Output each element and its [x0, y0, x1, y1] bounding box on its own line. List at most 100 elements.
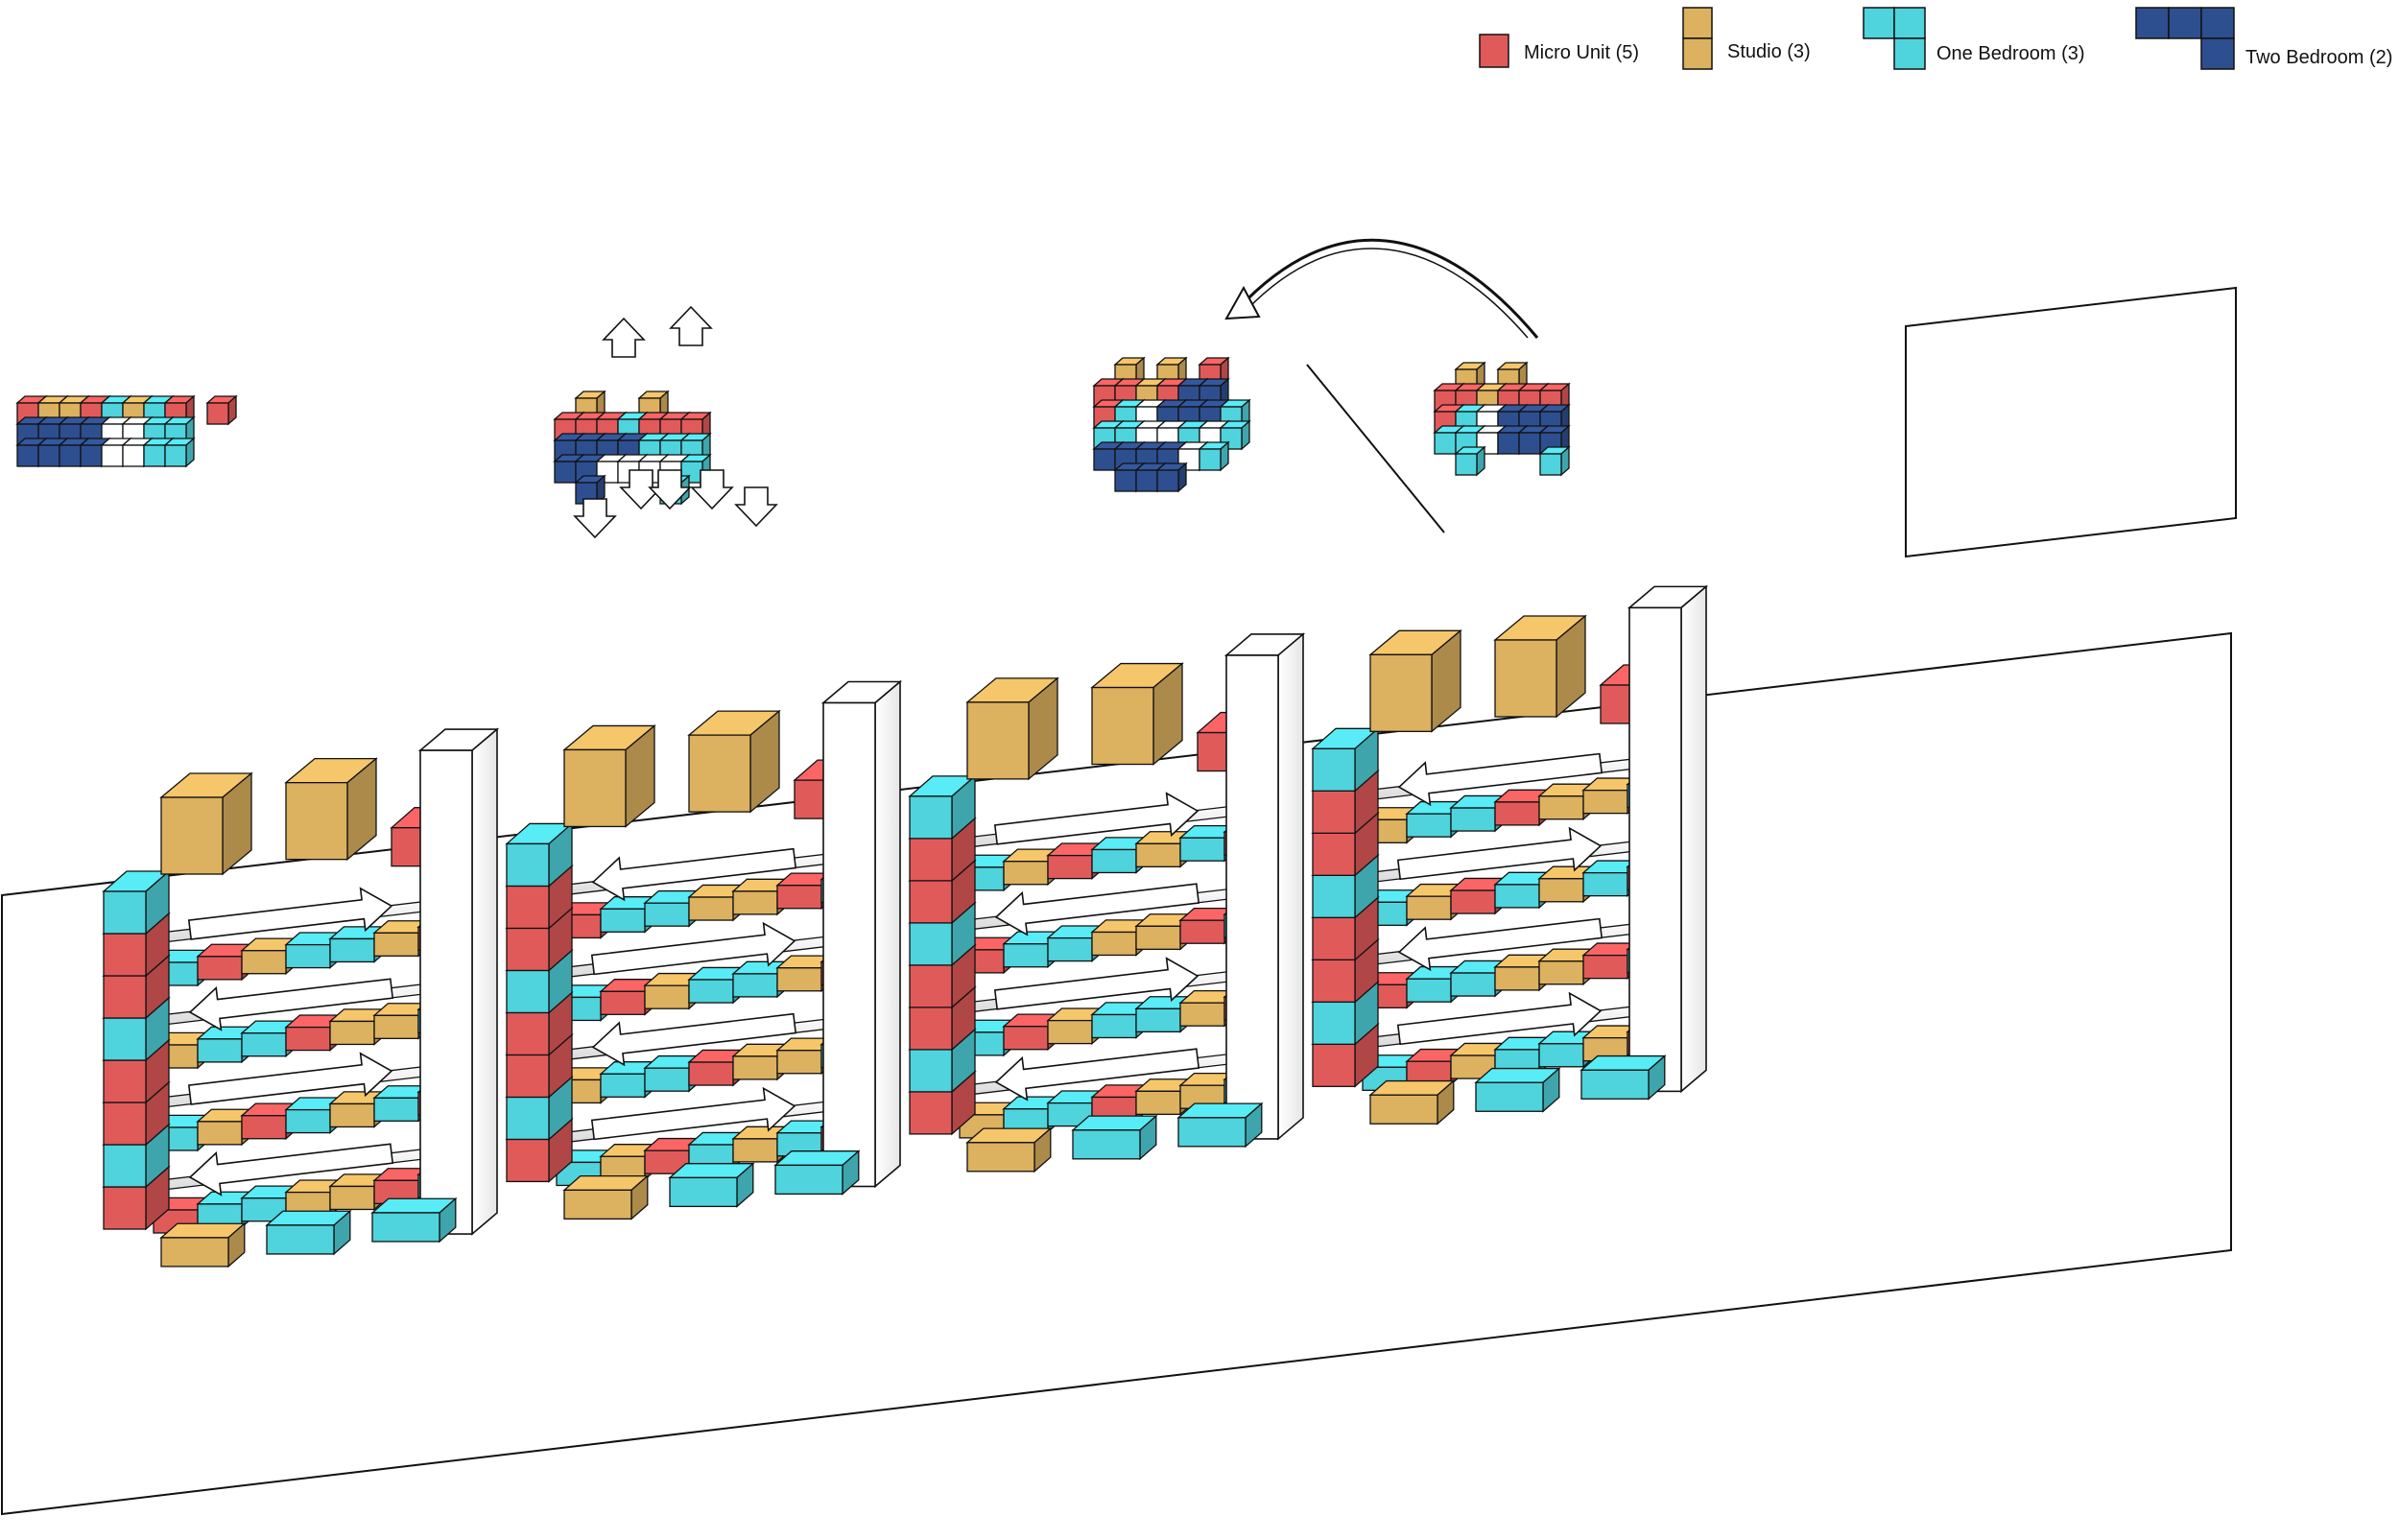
push-pull-arrows [573, 305, 778, 539]
circulation-arrow [994, 1048, 1200, 1102]
hanging-unit [1071, 1114, 1158, 1161]
step-2-push-pull [553, 390, 712, 506]
unit-row-cube [1090, 836, 1152, 874]
circulation-arrow [1397, 752, 1603, 807]
hanging-unit [562, 1174, 650, 1220]
circulation-arrow [1397, 917, 1603, 972]
flip-arrow-head [1224, 285, 1261, 320]
legend-label-one-bedroom: One Bedroom (3) [1936, 43, 2085, 64]
studio-tower-cube [1090, 662, 1184, 766]
legend-label-two-bedroom: Two Bedroom (2) [2245, 47, 2392, 68]
studio-tower-cube [1493, 614, 1587, 719]
circulation-arrow [188, 1143, 394, 1196]
studio-tower [687, 709, 781, 814]
circulation-arrow [188, 978, 394, 1031]
circulation-arrow [591, 847, 797, 902]
studio-tower [1090, 662, 1184, 766]
two-bedroom-swatch-d [2200, 37, 2235, 70]
unit-row-cube [775, 954, 838, 993]
two-bedroom-swatch-a [2135, 7, 2170, 39]
studio-tower-cube [1368, 628, 1462, 733]
hanging-unit [668, 1162, 755, 1208]
studio-tower-cube [965, 676, 1059, 781]
pull-down-arrow [619, 469, 663, 510]
hanging-unit [1176, 1102, 1264, 1149]
unit-cube [205, 394, 238, 426]
studio-tower [284, 757, 378, 862]
pull-down-arrow [690, 469, 734, 510]
circulation-core [1627, 584, 1709, 1094]
circulation-arrow [187, 1052, 393, 1105]
two-bedroom-swatch-b [2168, 7, 2202, 39]
push-up-arrow [669, 305, 713, 346]
one-bedroom-swatch-b [1893, 7, 1926, 39]
site-plane-small [1905, 286, 2237, 558]
studio-tower-cube [159, 771, 253, 876]
legend-label-micro: Micro Unit (5) [1524, 42, 1639, 63]
circulation-core [417, 727, 500, 1236]
studio-swatch-bottom [1682, 37, 1713, 70]
bay-1 [102, 727, 500, 1268]
hanging-unit [773, 1149, 861, 1196]
two-bedroom-swatch-c [2200, 7, 2235, 39]
circulation-arrow [590, 1086, 796, 1141]
legend-item-two-bedroom: Two Bedroom (2) [2135, 7, 2392, 70]
process-steps [15, 356, 2094, 506]
step-3-flip-a [1092, 356, 1251, 493]
studio-tower [1368, 628, 1462, 733]
edge-micro-cube [1311, 1022, 1380, 1088]
hanging-unit [1368, 1079, 1456, 1125]
unit-cube [1198, 440, 1230, 472]
one-bedroom-swatch-a [1863, 7, 1895, 39]
circulation-arrow [1396, 991, 1603, 1046]
legend-label-studio: Studio (3) [1727, 41, 1811, 62]
hanging-unit [159, 1221, 247, 1268]
hanging-unit [1474, 1067, 1561, 1113]
legend-item-one-bedroom: One Bedroom (3) [1863, 7, 2085, 70]
one-bedroom-swatch-c [1893, 37, 1926, 70]
circulation-arrow [993, 957, 1200, 1010]
studio-tower [562, 724, 656, 828]
studio-tower-cube [284, 757, 378, 862]
edge-micro-cube [1311, 726, 1380, 793]
flip-arrow [1236, 238, 1539, 339]
circulation-core [820, 679, 903, 1189]
bay-3 [908, 632, 1306, 1173]
hanging-unit [965, 1126, 1053, 1173]
legend-item-studio: Studio (3) [1682, 7, 1811, 70]
hanging-unit [265, 1209, 352, 1256]
unit-cube [1454, 445, 1486, 477]
micro-unit-swatch [1479, 34, 1509, 68]
pull-down-arrow [648, 469, 692, 510]
bay-4 [1311, 584, 1709, 1125]
circulation-arrow [591, 1012, 797, 1067]
studio-tower-cube [562, 724, 656, 828]
step-1-unit-stack [15, 394, 238, 468]
mirror-line [1306, 364, 1445, 533]
hanging-unit [370, 1196, 458, 1244]
unit-row-cube [775, 1036, 838, 1076]
unit-cube [163, 437, 196, 468]
circulation-arrow [993, 792, 1200, 845]
unit-cube [1538, 445, 1571, 477]
flip-arrow-inner [1247, 248, 1529, 339]
unit-cube [1155, 462, 1188, 493]
pull-down-arrow [573, 498, 617, 539]
circulation-arrow [994, 883, 1200, 936]
circulation-arrow [1396, 826, 1603, 881]
studio-tower [159, 771, 253, 876]
studio-swatch-top [1682, 7, 1713, 39]
circulation-core [1223, 632, 1306, 1141]
unit-cube [1198, 377, 1230, 409]
studio-tower [965, 676, 1059, 781]
unit-row-cube [1134, 912, 1197, 951]
studio-tower [1493, 614, 1587, 719]
hanging-unit [1580, 1054, 1667, 1101]
studio-tower-cube [687, 709, 781, 814]
step-3-flip-b [1433, 361, 1571, 477]
building-aggregate [102, 584, 1709, 1268]
bay-2 [505, 679, 903, 1220]
legend-item-micro: Micro Unit (5) [1479, 34, 1639, 68]
edge-micro-cube [505, 822, 574, 888]
